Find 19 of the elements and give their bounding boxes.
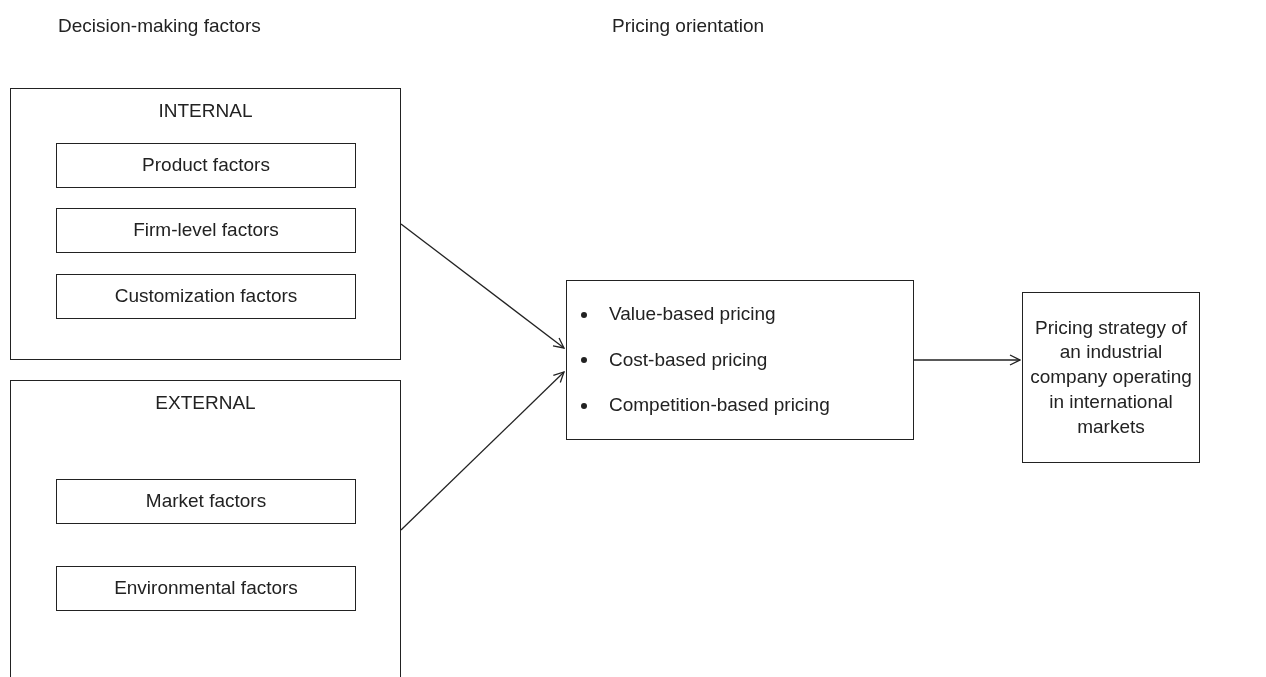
factor-box: Firm-level factors (56, 208, 356, 253)
factor-box: Environmental factors (56, 566, 356, 611)
group-box (10, 88, 401, 360)
arrow (400, 223, 565, 349)
outcome-box: Pricing strategy of an industrial company operating in international markets (1022, 292, 1200, 463)
column-heading: Decision-making factors (58, 14, 261, 38)
factor-box: Customization factors (56, 274, 356, 319)
list-item: Value-based pricing (609, 302, 776, 327)
pricing-box (566, 280, 914, 440)
factor-box: Market factors (56, 479, 356, 524)
group-heading: EXTERNAL (154, 391, 257, 415)
factor-box: Product factors (56, 143, 356, 188)
arrow (400, 371, 565, 531)
list-item: Cost-based pricing (609, 347, 768, 372)
column-heading: Pricing orientation (612, 14, 765, 38)
arrow (913, 354, 1021, 366)
group-heading: INTERNAL (157, 99, 254, 123)
group-box (10, 380, 401, 677)
list-item: Competition-based pricing (609, 393, 830, 418)
